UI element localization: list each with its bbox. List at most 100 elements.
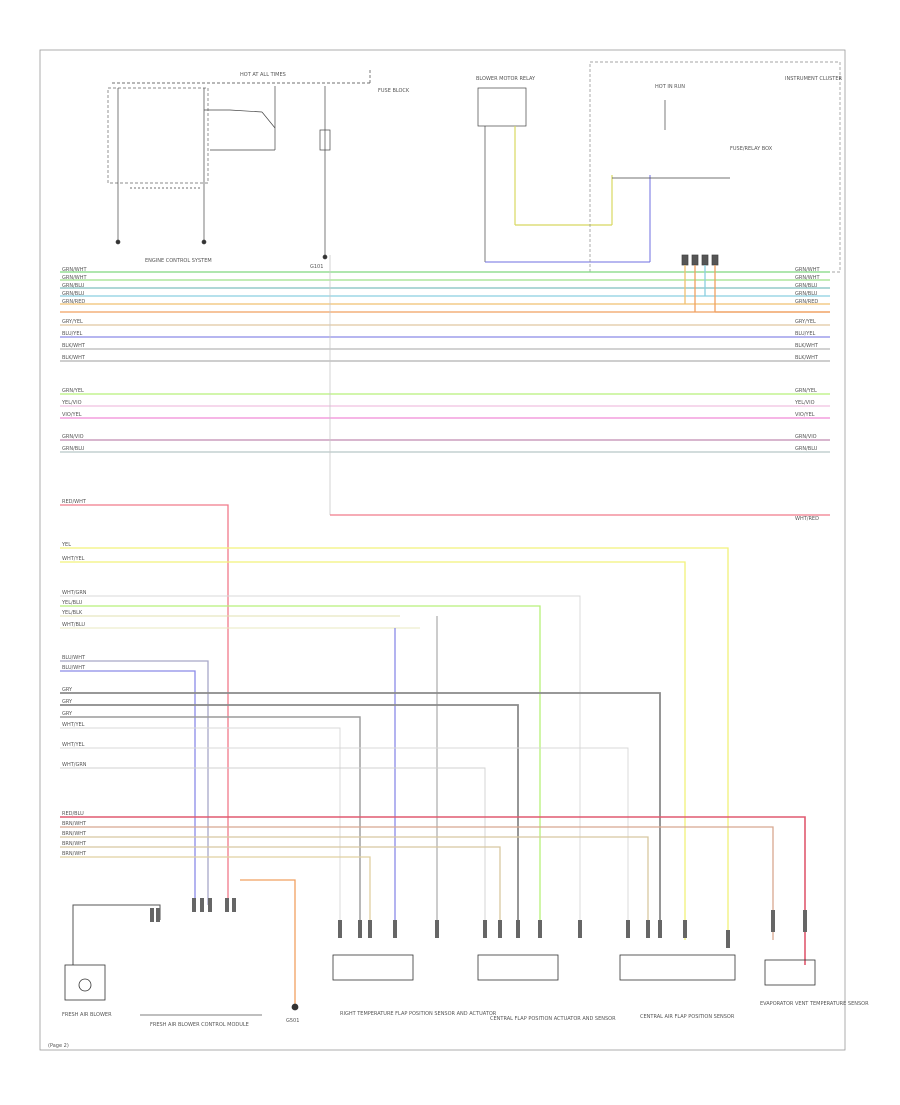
lower-label-2: YEL xyxy=(61,542,71,548)
bus-label-left-1: GRN/WHT xyxy=(62,267,87,273)
bus-label-right-12: VIO/YEL xyxy=(795,412,815,418)
bus-label-right-11: YEL/VIO xyxy=(794,400,815,406)
wire-brn-3 xyxy=(60,846,501,930)
component-label-group: FRESH AIR BLOWER FRESH AIR BLOWER CONTRO… xyxy=(62,1001,869,1028)
lower-label-16: RED/BLU xyxy=(62,811,84,817)
top-right-connectors xyxy=(681,254,719,266)
wire-gry-2 xyxy=(60,704,519,930)
label-engine-control: ENGINE CONTROL SYSTEM xyxy=(145,258,212,264)
lower-label-3: WHT/YEL xyxy=(62,556,85,562)
bus-label-right-14: GRN/BLU xyxy=(795,446,818,452)
label-ground-g101: G101 xyxy=(310,264,323,270)
evaporator-sensor-housing xyxy=(764,959,816,986)
lower-label-20: BRN/WHT xyxy=(62,851,87,857)
wire-blu-wht-1 xyxy=(60,660,209,905)
label-blower-control: FRESH AIR BLOWER CONTROL MODULE xyxy=(150,1022,249,1028)
blower-control-connectors xyxy=(150,898,236,922)
bus-label-left-12: VIO/YEL xyxy=(62,412,82,418)
engine-control-box xyxy=(107,87,209,184)
label-fuse-block: FUSE BLOCK xyxy=(378,88,410,94)
lower-label-9: BLU/WHT xyxy=(62,665,86,671)
bus-label-right-5: GRN/RED xyxy=(795,299,818,305)
bus-wires xyxy=(60,255,830,516)
wire-brn-4 xyxy=(60,856,371,930)
central-flap-actuator-housing xyxy=(477,954,559,981)
wire-orange-ground xyxy=(240,879,296,1005)
label-right-temp-sensor: RIGHT TEMPERATURE FLAP POSITION SENSOR A… xyxy=(340,1011,497,1017)
label-ground-g501: G501 xyxy=(286,1018,299,1024)
lower-label-11: GRY xyxy=(62,699,73,705)
bus-label-right-10: GRN/YEL xyxy=(795,388,817,394)
bus-left-label-group: GRN/WHT GRN/WHT GRN/BLU GRN/BLU GRN/RED … xyxy=(61,267,87,452)
blower-relay-box xyxy=(477,87,527,127)
lower-label-18: BRN/WHT xyxy=(62,831,87,837)
lower-wires xyxy=(60,504,806,1005)
diagram-frame xyxy=(39,49,846,1051)
lower-label-6: YEL/BLK xyxy=(61,610,83,616)
bus-label-right-6: GRY/YEL xyxy=(795,319,816,325)
lower-label-12: GRY xyxy=(62,711,73,717)
bus-label-right-9: BLK/WHT xyxy=(795,355,819,361)
wire-blu-wht-2 xyxy=(60,670,196,905)
wire-wht-yel xyxy=(60,595,581,930)
bus-label-left-5: GRN/RED xyxy=(62,299,85,305)
label-blower-relay: BLOWER MOTOR RELAY xyxy=(476,76,536,82)
wire-brn-1 xyxy=(60,826,774,940)
wire-gry-3 xyxy=(60,716,361,930)
label-evaporator-sensor: EVAPORATOR VENT TEMPERATURE SENSOR xyxy=(760,1001,869,1007)
bus-label-right-2: GRN/WHT xyxy=(795,275,820,281)
lower-label-4: WHT/GRN xyxy=(62,590,87,596)
bus-label-right-1: GRN/WHT xyxy=(795,267,820,273)
bus-label-left-6: GRY/YEL xyxy=(62,319,83,325)
center-air-flap-housing xyxy=(619,954,736,981)
bus-label-left-7: BLU/YEL xyxy=(62,331,83,337)
label-hot-in-run: HOT IN RUN xyxy=(655,84,685,90)
wire-red-wht xyxy=(60,504,229,905)
label-central-flap-actuator: CENTRAL FLAP POSITION ACTUATOR AND SENSO… xyxy=(490,1016,616,1022)
bus-label-right-13: GRN/VIO xyxy=(795,434,817,440)
top-circuit-area xyxy=(107,61,841,273)
page-reference: (Page 2) xyxy=(48,1043,69,1049)
wire-red-blu xyxy=(60,816,806,965)
bus-label-left-9: BLK/WHT xyxy=(62,355,86,361)
wire-wht-yel-2 xyxy=(60,727,341,930)
wire-grn xyxy=(60,605,541,930)
bus-label-left-14: GRN/BLU xyxy=(62,446,85,452)
lower-label-7: WHT/BLU xyxy=(62,622,85,628)
bus-label-left-13: GRN/VIO xyxy=(62,434,84,440)
wire-brn-2 xyxy=(60,836,649,930)
lower-label-17: BRN/WHT xyxy=(62,821,87,827)
bottom-components xyxy=(64,898,816,1016)
label-fresh-air-blower: FRESH AIR BLOWER xyxy=(62,1012,112,1018)
instrument-cluster-box xyxy=(589,61,841,273)
lower-left-label-group: RED/WHT YEL WHT/YEL WHT/GRN YEL/BLU YEL/… xyxy=(61,499,87,857)
label-instrument-cluster: INSTRUMENT CLUSTER xyxy=(785,76,843,82)
bus-label-left-8: BLK/WHT xyxy=(62,343,86,349)
bus-label-right-8: BLK/WHT xyxy=(795,343,819,349)
fresh-air-blower-box xyxy=(64,964,106,1001)
lower-label-8: BLU/WHT xyxy=(62,655,86,661)
bus-label-left-4: GRN/BLU xyxy=(62,291,85,297)
right-temp-sensor-housing xyxy=(332,954,414,981)
label-center-air-flap: CENTRAL AIR FLAP POSITION SENSOR xyxy=(640,1014,735,1020)
lower-label-10: GRY xyxy=(62,687,73,693)
lower-label-14: WHT/YEL xyxy=(62,742,85,748)
bus-label-right-red: WHT/RED xyxy=(795,516,819,522)
bus-label-left-10: GRN/YEL xyxy=(62,388,84,394)
bus-label-left-2: GRN/WHT xyxy=(62,275,87,281)
lower-label-19: BRN/WHT xyxy=(62,841,87,847)
bus-label-right-4: GRN/BLU xyxy=(795,291,818,297)
bottom-connector-pins xyxy=(338,910,807,948)
bus-label-right-7: BLU/YEL xyxy=(795,331,816,337)
bus-right-label-group: GRN/WHT GRN/WHT GRN/BLU GRN/BLU GRN/RED … xyxy=(794,267,820,522)
label-hot-at-all-times: HOT AT ALL TIMES xyxy=(240,72,286,78)
bus-label-left-3: GRN/BLU xyxy=(62,283,85,289)
label-fuse-relay-box: FUSE/RELAY BOX xyxy=(730,146,773,152)
wire-wht-grn xyxy=(60,767,486,930)
lower-label-5: YEL/BLU xyxy=(61,600,83,606)
wire-wht-yel-3 xyxy=(60,747,629,930)
bus-label-right-3: GRN/BLU xyxy=(795,283,818,289)
wire-gry-1 xyxy=(60,692,661,930)
lower-label-15: WHT/GRN xyxy=(62,762,87,768)
